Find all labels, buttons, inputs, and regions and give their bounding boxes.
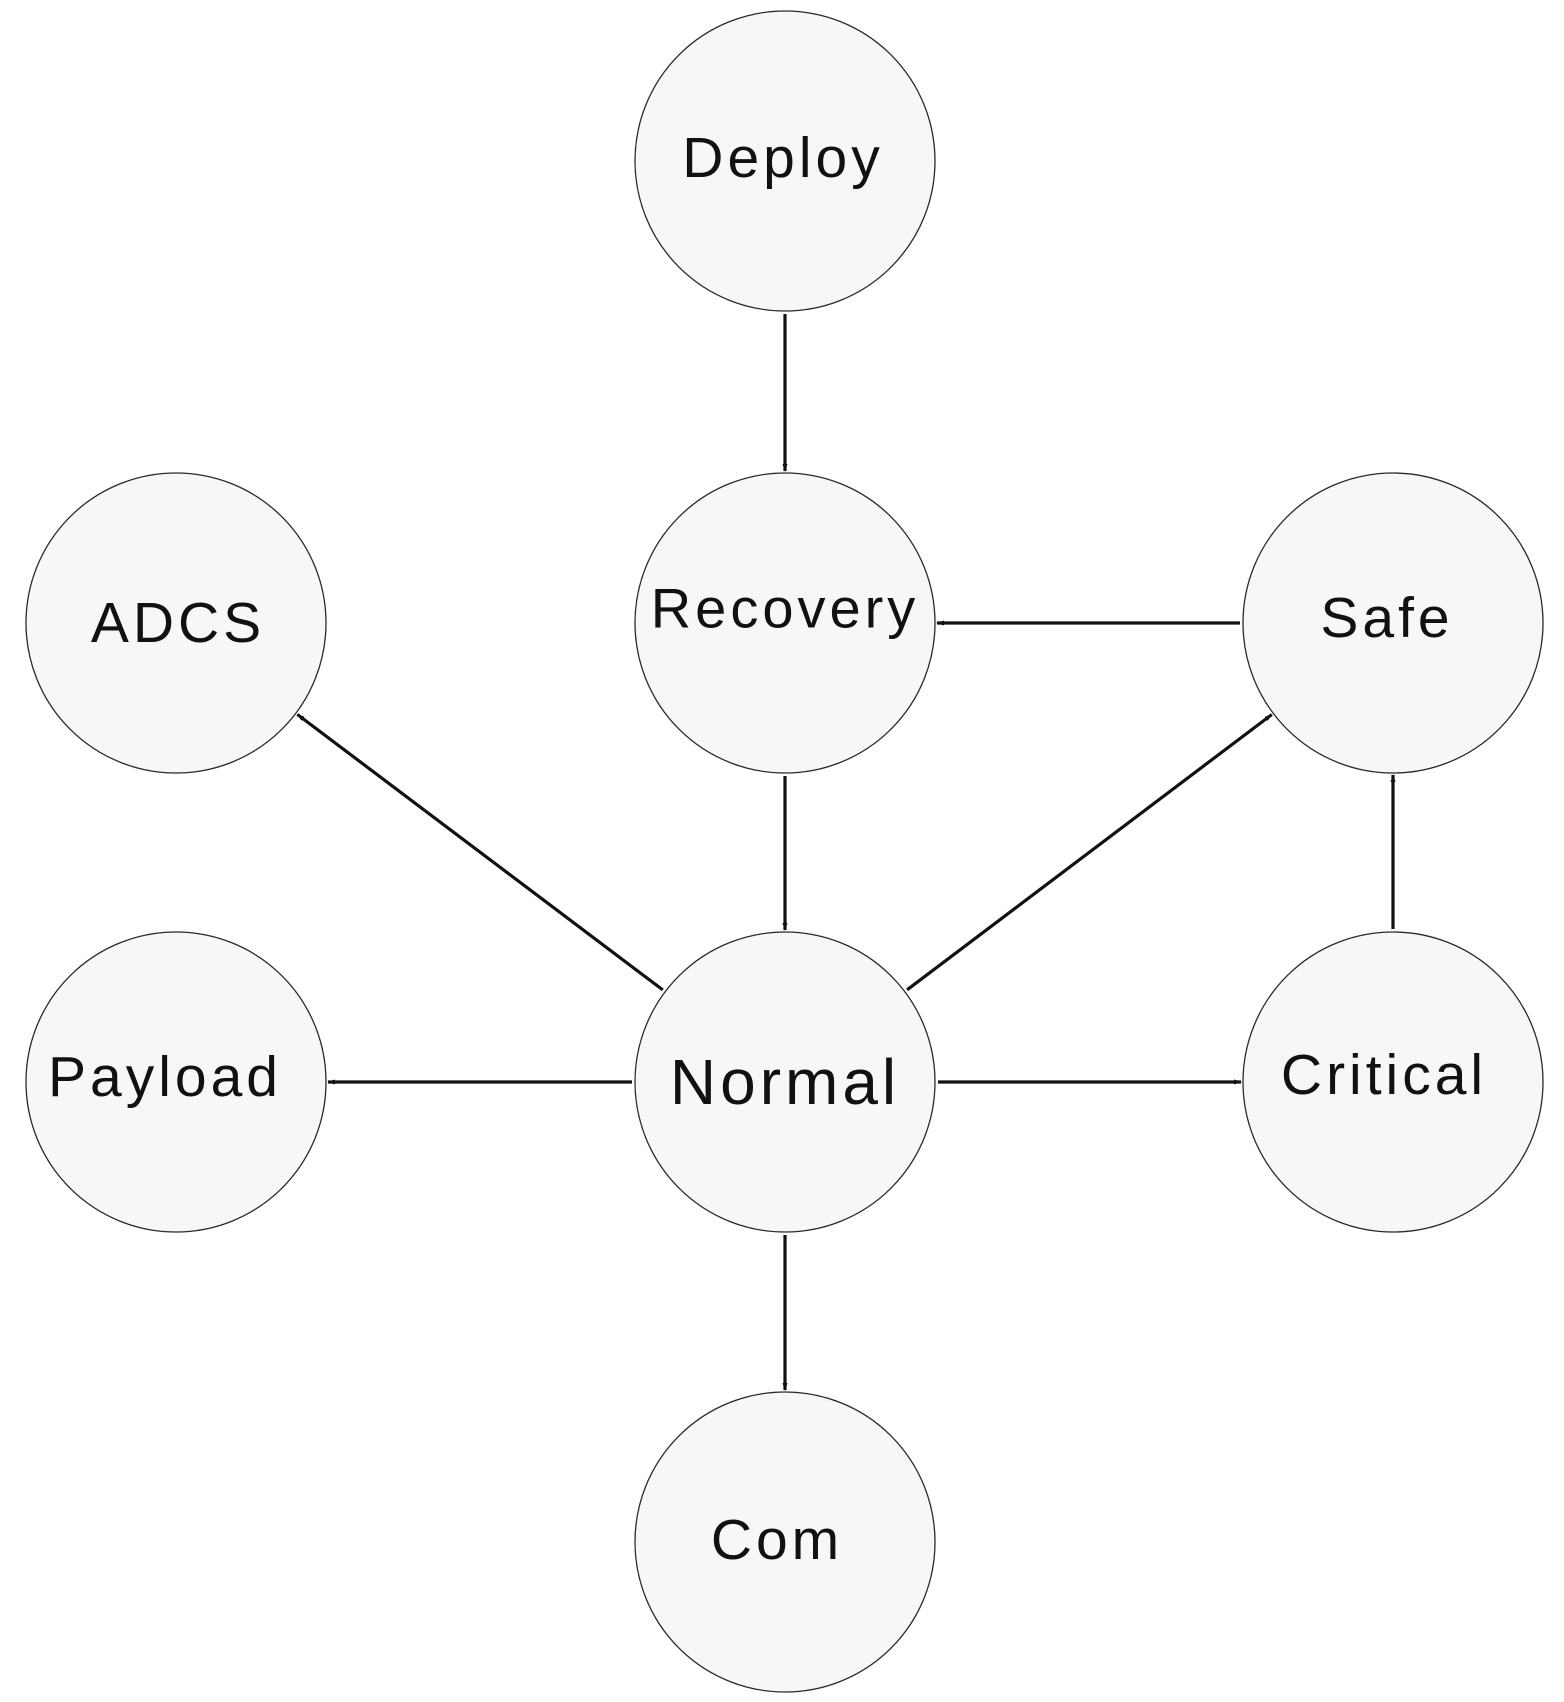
node-normal-label: Normal [670,1046,900,1118]
node-deploy: Deploy [634,10,936,312]
edge-normal-to-adcs [296,713,664,992]
node-adcs-circle [25,472,327,774]
node-critical-circle [1242,931,1544,1233]
node-adcs-label: ADCS [91,591,265,655]
node-safe-circle [1242,472,1544,774]
node-deploy-label: Deploy [682,126,883,190]
node-adcs: ADCS [25,472,327,774]
edges [296,314,1396,1391]
node-recovery: Recovery [634,472,936,774]
node-normal-circle [634,931,936,1233]
node-com: Com [634,1391,936,1693]
node-com-circle [634,1391,936,1693]
edge-normal-to-safe [906,713,1273,992]
node-recovery-circle [634,472,936,774]
node-recovery-label: Recovery [651,577,920,640]
node-payload-label: Payload [48,1045,282,1109]
node-normal: Normal [634,931,936,1233]
node-critical-label: Critical [1281,1043,1487,1107]
node-deploy-circle [634,10,936,312]
nodes: Deploy Recovery ADCS Safe Payload Normal… [25,10,1544,1693]
node-payload: Payload [25,931,327,1233]
node-critical: Critical [1242,931,1544,1233]
node-payload-circle [25,931,327,1233]
node-safe-label: Safe [1320,586,1453,650]
node-com-label: Com [711,1508,843,1572]
node-safe: Safe [1242,472,1544,774]
